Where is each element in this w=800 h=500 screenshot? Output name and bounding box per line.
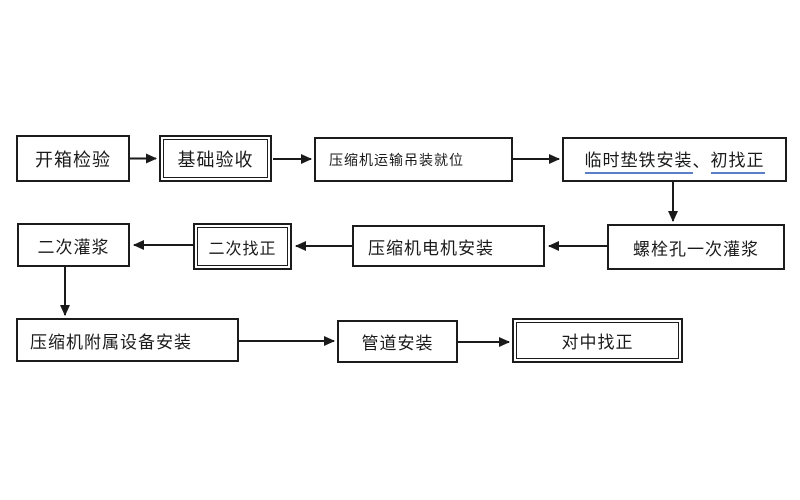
flow-node-auxiliary-equipment-install: 压缩机附属设备安装 bbox=[16, 318, 239, 362]
flow-node-foundation-acceptance: 基础验收 bbox=[159, 135, 272, 182]
flow-node-piping-install: 管道安装 bbox=[337, 320, 458, 363]
flow-node-compressor-transport-hoist: 压缩机运输吊装就位 bbox=[314, 137, 513, 182]
flow-node-second-alignment: 二次找正 bbox=[193, 223, 292, 270]
flow-node-second-grouting: 二次灌浆 bbox=[17, 223, 130, 267]
flow-node-centering-alignment: 对中找正 bbox=[512, 318, 683, 363]
flow-node-temp-shim-install: 临时垫铁安装、初找正 bbox=[562, 137, 787, 182]
underlined-text: 临时垫铁安装 bbox=[584, 146, 693, 174]
separator-text: 、 bbox=[692, 152, 711, 171]
flow-node-bolt-hole-first-grouting: 螺栓孔一次灌浆 bbox=[607, 224, 785, 270]
underlined-text: 初找正 bbox=[710, 146, 765, 174]
flow-node-compressor-motor-install: 压缩机电机安装 bbox=[352, 225, 545, 267]
flow-node-open-box-inspection: 开箱检验 bbox=[16, 135, 130, 182]
